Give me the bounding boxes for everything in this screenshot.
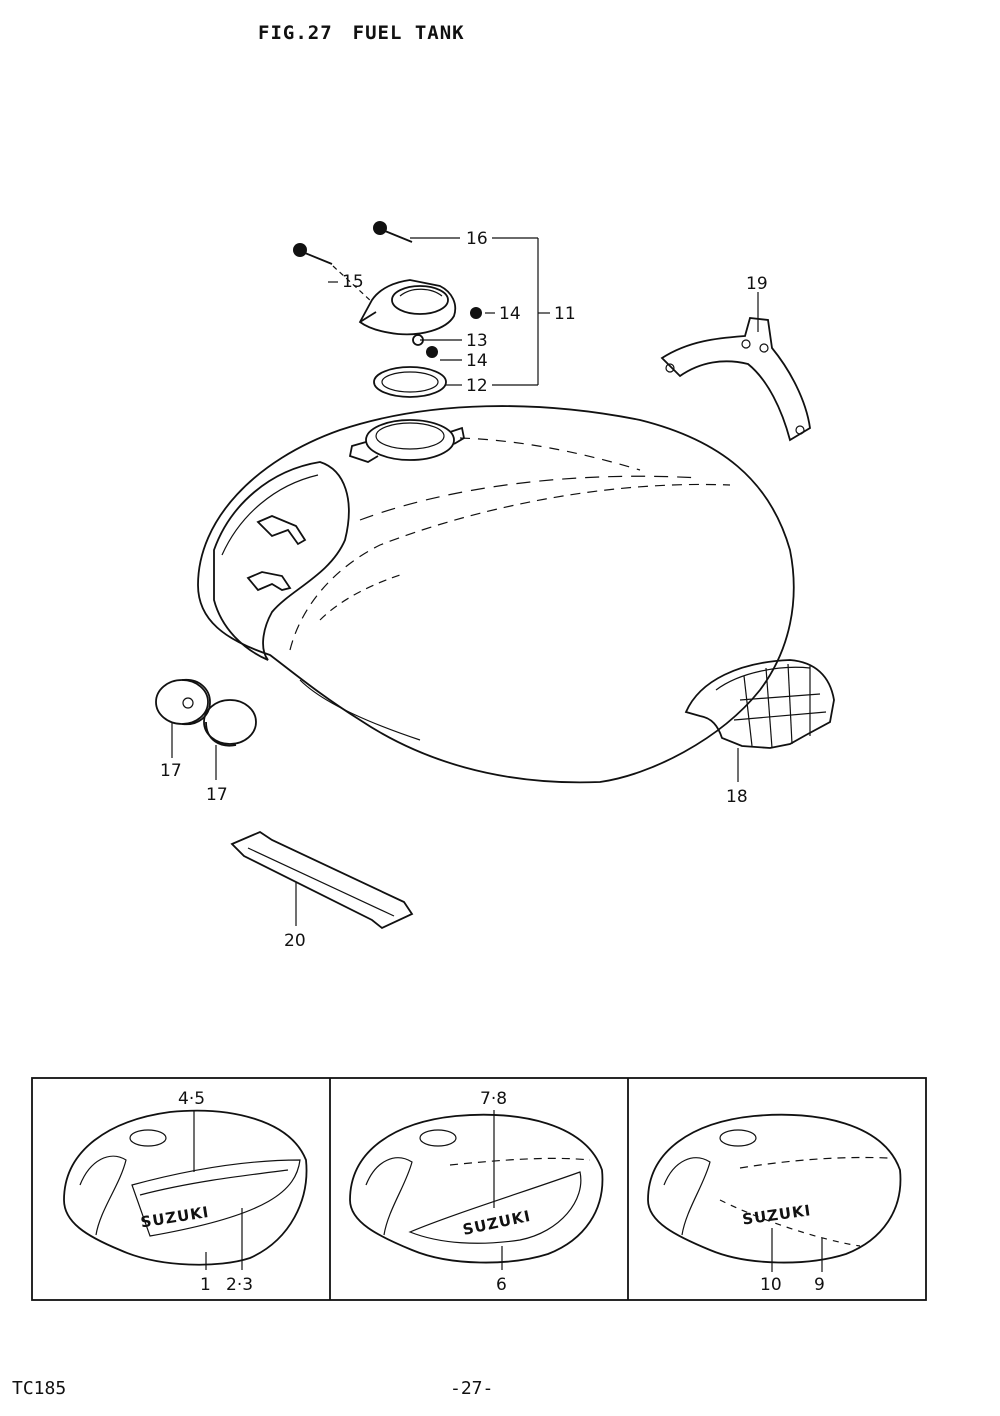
variants-frame <box>31 1077 927 1301</box>
variant-1-tank: SUZUKI <box>63 1109 308 1270</box>
callout-18: 18 <box>726 787 748 807</box>
callout-13: 13 <box>466 331 488 351</box>
callout-14-upper: 14 <box>499 304 521 324</box>
variant-1-logo: SUZUKI <box>139 1203 210 1232</box>
cushion-17-right <box>203 699 257 780</box>
variant-1-label-right: 2·3 <box>226 1275 253 1295</box>
callout-16: 16 <box>466 229 488 249</box>
callout-15: 15 <box>342 272 364 292</box>
callout-11: 11 <box>554 304 576 324</box>
variant-2-tank: SUZUKI <box>349 1110 604 1270</box>
variants-panel: SUZUKI 4·5 1 2·3 SUZUKI <box>31 1077 927 1301</box>
figure-title: FIG.27 FUEL TANK <box>258 22 465 44</box>
cap-body <box>358 279 457 336</box>
bolt-16 <box>373 221 413 243</box>
gasket-12 <box>373 366 447 398</box>
callout-17-right: 17 <box>206 785 228 805</box>
variant-1-label-left: 1 <box>200 1275 211 1295</box>
nut-14-lower <box>426 346 438 358</box>
cushion-17-left <box>155 678 211 758</box>
variant-2-logo: SUZUKI <box>461 1207 532 1239</box>
cushion-18 <box>684 659 835 782</box>
footer-model: TC185 <box>12 1378 67 1399</box>
variant-1-label-top: 4·5 <box>178 1089 205 1109</box>
cap-assembly <box>293 221 550 398</box>
bolt-15 <box>293 243 373 303</box>
footer-page-number: -27- <box>450 1378 494 1399</box>
figure-number: FIG.27 <box>258 22 333 44</box>
callout-20: 20 <box>284 931 306 951</box>
variant-3-logo: SUZUKI <box>741 1201 812 1228</box>
variant-3-tank: SUZUKI <box>647 1113 902 1272</box>
nut-14-upper <box>470 307 482 319</box>
bracket-19 <box>660 292 811 442</box>
variant-2-label-top: 7·8 <box>480 1089 507 1109</box>
variant-2-label-bottom: 6 <box>496 1275 507 1295</box>
strap-20 <box>230 830 414 930</box>
callout-17-left: 17 <box>160 761 182 781</box>
variant-3-label-right: 9 <box>814 1275 825 1295</box>
callout-19: 19 <box>746 274 768 294</box>
fuel-tank-main <box>197 405 795 784</box>
callout-14-lower: 14 <box>466 351 488 371</box>
variant-3-label-left: 10 <box>760 1275 782 1295</box>
figure-caption: FUEL TANK <box>352 22 465 44</box>
callout-12: 12 <box>466 376 488 396</box>
